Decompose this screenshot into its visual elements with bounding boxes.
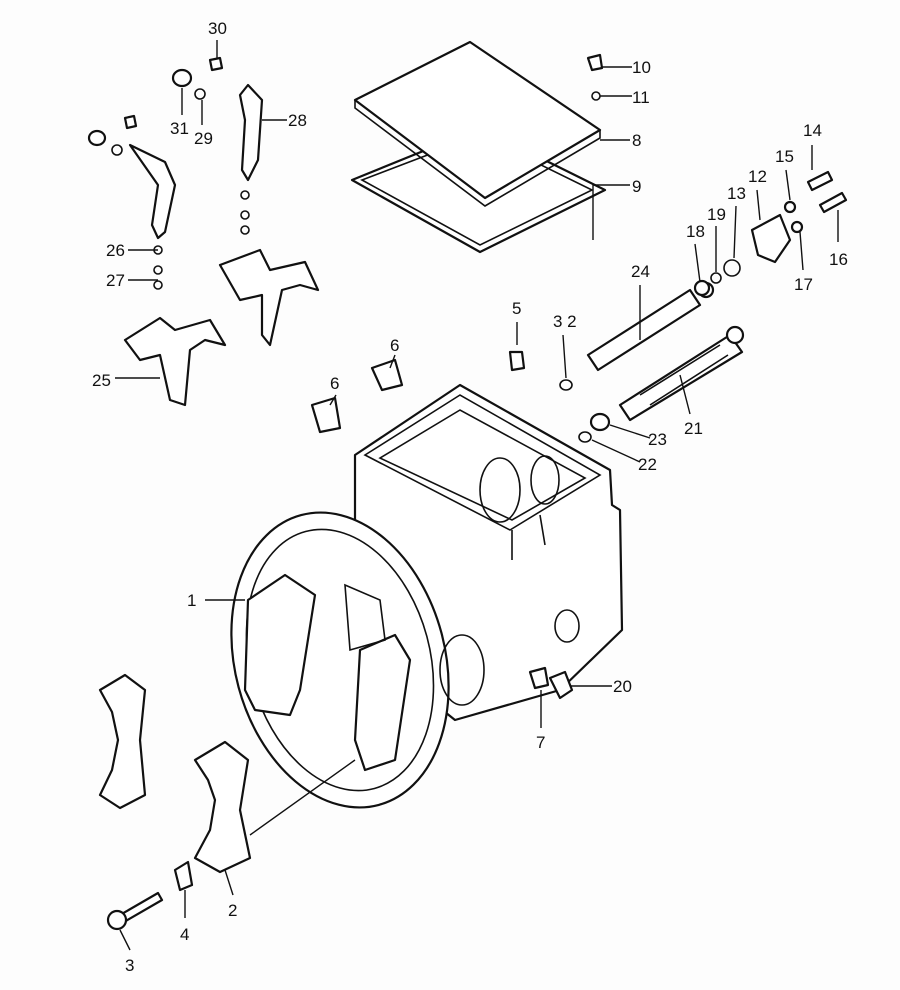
callout-18: 18 <box>686 222 705 241</box>
callout-30: 30 <box>208 19 227 38</box>
shafts <box>586 281 745 422</box>
callout-15: 15 <box>775 147 794 166</box>
callout-26: 26 <box>106 241 125 260</box>
callout-21: 21 <box>684 419 703 438</box>
callout-31: 31 <box>170 119 189 138</box>
callout-13: 13 <box>727 184 746 203</box>
cover-plate <box>350 40 607 254</box>
callout-3: 3 <box>125 956 134 975</box>
callout-17: 17 <box>794 275 813 294</box>
callout-28: 28 <box>288 111 307 130</box>
small-parts <box>310 53 848 700</box>
callout-labels: 30 31 29 28 26 27 25 10 11 8 9 14 15 12 … <box>92 19 848 975</box>
callout-19: 19 <box>707 205 726 224</box>
callout-25: 25 <box>92 371 111 390</box>
callout-23: 23 <box>648 430 667 449</box>
callout-12: 12 <box>748 167 767 186</box>
shift-forks <box>87 56 320 407</box>
callout-16: 16 <box>829 250 848 269</box>
callout-20: 20 <box>613 677 632 696</box>
callout-4: 4 <box>180 925 189 944</box>
callout-27: 27 <box>106 271 125 290</box>
callout-14: 14 <box>803 121 822 140</box>
callout-7: 7 <box>536 733 545 752</box>
callout-9: 9 <box>632 177 641 196</box>
callout-2: 2 <box>228 901 237 920</box>
callout-22: 22 <box>638 455 657 474</box>
callout-11: 11 <box>632 88 650 107</box>
callout-6a: 6 <box>390 336 399 355</box>
callout-32: 3 2 <box>553 312 577 331</box>
callout-10: 10 <box>632 58 651 77</box>
callout-29: 29 <box>194 129 213 148</box>
leader-lines <box>115 40 839 951</box>
callout-6b: 6 <box>330 374 339 393</box>
bell-housing <box>230 511 485 809</box>
callout-24: 24 <box>631 262 650 281</box>
callout-1: 1 <box>187 591 196 610</box>
callout-5: 5 <box>512 299 521 318</box>
bolt <box>106 860 194 931</box>
callout-8: 8 <box>632 131 641 150</box>
bearing-caps <box>98 673 252 874</box>
